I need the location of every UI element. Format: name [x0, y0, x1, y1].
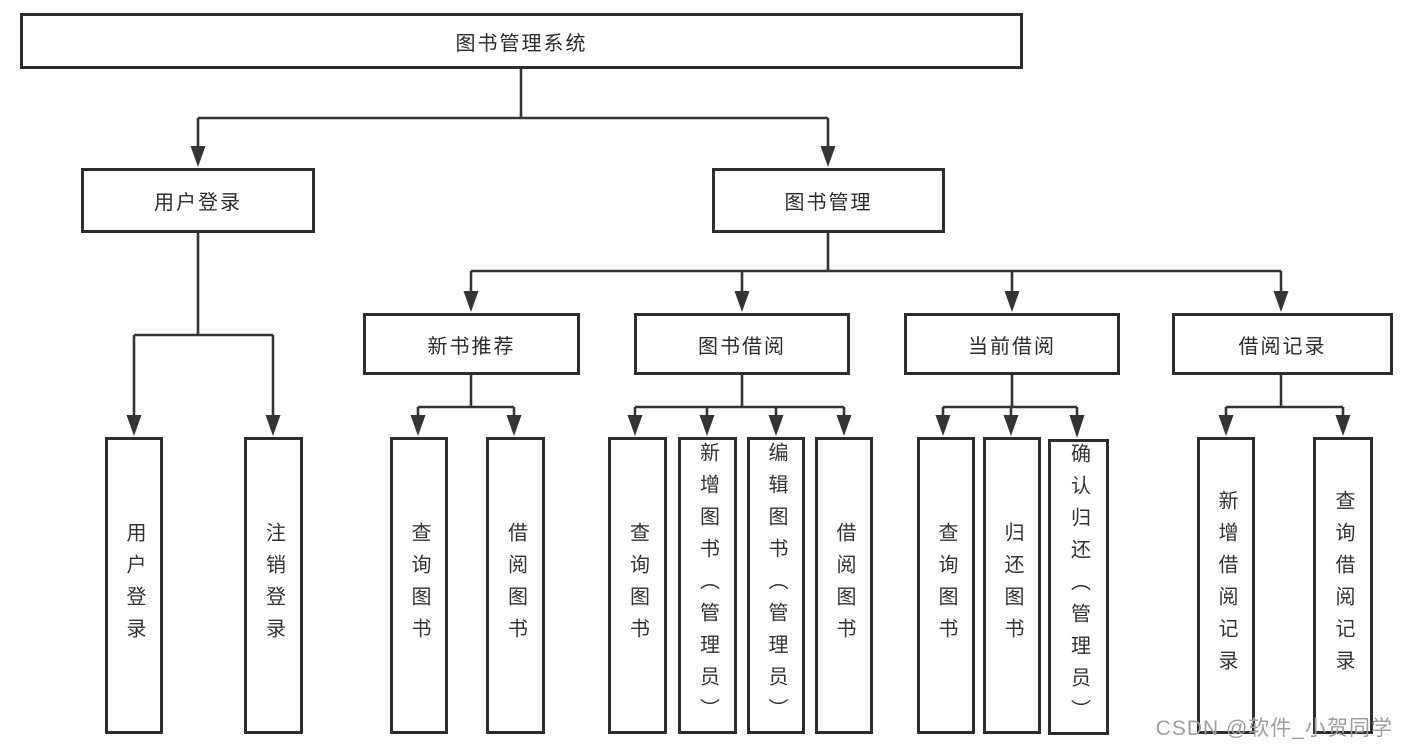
connector-new-book-recommend-to-leaves [410, 375, 522, 436]
node-user-login: 用户登录 [81, 168, 315, 233]
node-current-borrowing: 当前借阅 [904, 313, 1120, 375]
node-book-management-label: 图书管理 [784, 192, 873, 214]
node-user-login-label: 用户登录 [154, 192, 242, 214]
leaf-query-borrowing-record: 查询借阅记录 [1313, 437, 1373, 734]
connector-book-management-to-level3 [463, 233, 1289, 312]
node-borrowing-records-label: 借阅记录 [1238, 335, 1327, 358]
leaf-query-books-current: 查询图书 [917, 437, 975, 734]
node-book-borrowing: 图书借阅 [634, 313, 850, 375]
leaf-logout-login: 注销登录 [244, 437, 303, 734]
leaf-confirm-return-admin: 确认归还（管理员） [1048, 439, 1109, 735]
connector-borrowing-records-to-leaves [1218, 375, 1351, 436]
node-library-management-system: 图书管理系统 [20, 13, 1023, 69]
leaf-add-book-admin: 新增图书（管理员） [678, 437, 737, 734]
leaf-query-books-borrowing: 查询图书 [608, 437, 667, 734]
leaf-return-books-label: 归还图书 [1001, 521, 1023, 650]
leaf-confirm-return-admin-label: 确认归还（管理员） [1067, 443, 1090, 731]
leaf-add-book-admin-label: 新增图书（管理员） [696, 441, 719, 730]
node-new-book-recommend: 新书推荐 [363, 313, 580, 375]
csdn-watermark: CSDN @软件_小贺同学 [1155, 717, 1393, 740]
node-book-management: 图书管理 [712, 168, 945, 233]
node-current-borrowing-label: 当前借阅 [968, 335, 1056, 358]
node-new-book-recommend-label: 新书推荐 [427, 335, 516, 358]
leaf-borrow-books-recommend-label: 借阅图书 [504, 521, 527, 650]
leaf-query-books-recommend: 查询图书 [390, 437, 448, 734]
leaf-query-borrowing-record-label: 查询借阅记录 [1332, 489, 1354, 682]
leaf-query-books-recommend-label: 查询图书 [408, 521, 430, 650]
leaf-borrow-books-borrowing: 借阅图书 [815, 437, 873, 734]
leaf-logout-login-label: 注销登录 [262, 521, 285, 650]
leaf-return-books: 归还图书 [983, 437, 1041, 734]
leaf-user-login: 用户登录 [105, 437, 163, 734]
leaf-user-login-label: 用户登录 [123, 521, 145, 650]
node-book-borrowing-label: 图书借阅 [698, 335, 786, 358]
leaf-query-books-current-label: 查询图书 [935, 521, 957, 650]
leaf-add-borrowing-record: 新增借阅记录 [1197, 437, 1255, 734]
connector-book-borrowing-to-leaves [627, 375, 852, 436]
leaf-borrow-books-recommend: 借阅图书 [486, 437, 545, 734]
connector-root-to-level2 [190, 69, 836, 167]
leaf-edit-book-admin-label: 编辑图书（管理员） [765, 441, 787, 730]
leaf-add-borrowing-record-label: 新增借阅记录 [1215, 489, 1237, 682]
node-borrowing-records: 借阅记录 [1172, 313, 1393, 375]
node-library-management-system-label: 图书管理系统 [455, 32, 588, 55]
connector-current-borrowing-to-leaves [935, 375, 1085, 438]
leaf-edit-book-admin: 编辑图书（管理员） [747, 437, 805, 734]
leaf-query-books-borrowing-label: 查询图书 [626, 521, 649, 650]
leaf-borrow-books-borrowing-label: 借阅图书 [833, 521, 855, 650]
connector-user-login-to-leaves [126, 233, 281, 436]
